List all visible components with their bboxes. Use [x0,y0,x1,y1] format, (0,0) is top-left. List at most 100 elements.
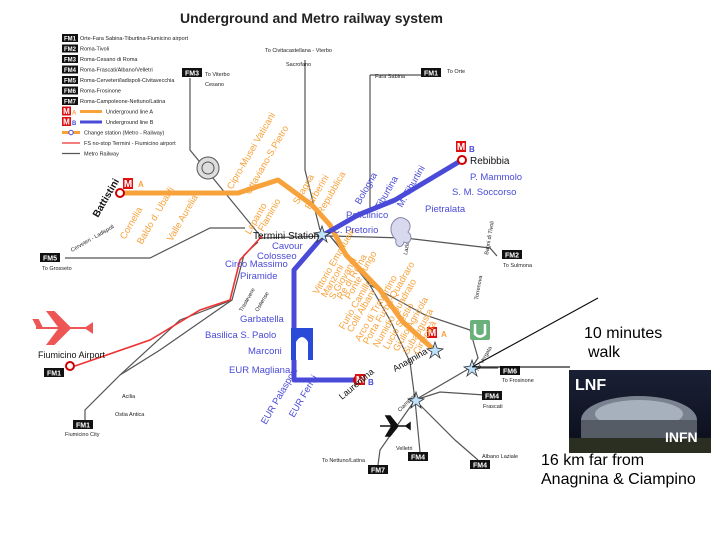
place-label: Sacrofano [286,62,311,68]
legend-label: Roma-Cerveteri/ladispoli-Civitavecchia [80,78,175,84]
svg-text:FM2: FM2 [505,253,519,260]
metro-b-marker-rebibbia: M B [456,141,475,154]
distance-line-1: 16 km far from [541,452,645,469]
station-label: M. Tiburtini [395,164,428,210]
legend-label: Roma-Tivoli [80,47,109,53]
lnf-pointer-lines [471,297,599,368]
legend-label: FS no-stop Termini - Fiumicino airport [84,141,176,147]
svg-text:FM1: FM1 [76,423,90,430]
place-label: Fara Sabina [375,74,406,80]
svg-text:FM1: FM1 [47,371,61,378]
metro-line-a [120,177,434,350]
distance-line-2: Anagnina & Ciampino [541,471,696,488]
place-label: Acilia [122,394,136,400]
place-label: To Civitacastellana - Vterbo [265,48,332,54]
svg-text:B: B [469,145,475,154]
legend-label: Roma-Cesano di Roma [80,57,138,63]
place-label: Torrenova [474,274,484,300]
metro-a-marker-battistini: M A [123,178,144,190]
metro-a-marker-anagnina: M A [427,327,447,339]
legend-row: Metro Railway [62,152,119,158]
legend-row: Change station (Metro - Railway) [62,129,165,137]
eur-tunnel-icon [291,328,313,360]
legend-fm-tag: FM6 [64,89,77,95]
legend-label: Change station (Metro - Railway) [84,131,165,137]
walk-line-2: walk [588,344,621,361]
termini-change-star [312,224,332,244]
station-label-rebibbia: Rebibbia [470,156,510,167]
place-label: To Nettuno/Latina [322,458,366,464]
station-label-termini: Termini Station [253,231,319,242]
svg-text:FM3: FM3 [185,71,199,78]
station-label: Colosseo [257,251,297,262]
airport-terminal [65,361,75,371]
fm3-badge: FM3 [182,68,202,78]
fm1-badge-airport: FM1 [44,368,64,378]
fm4-badge-velletri: FM4 [408,452,428,462]
walk-line-1: 10 minutes [584,325,663,342]
ciampino-change-star [406,390,426,410]
place-label: To Orte [447,69,465,75]
svg-text:B: B [368,378,374,387]
place-label: Cerveteri - Ladispoli [70,224,115,254]
place-label: Albano Laziale [482,454,518,460]
legend-m-tag: M [63,107,70,116]
legend-fm-tag: FM7 [64,100,77,106]
legend-label: Roma-Frosinone [80,89,121,95]
svg-text:M: M [124,179,132,190]
legend-label: Underground line B [106,120,154,126]
legend-label: Orte-Fara Sabina-Tiburtina-Fiumicino air… [80,36,188,42]
fm4-badge-frascati: FM4 [482,391,502,401]
svg-text:FM4: FM4 [473,463,487,470]
infn-logo: INFN [665,429,698,445]
svg-text:FM4: FM4 [485,394,499,401]
anagnina-change-star [425,340,445,360]
legend-row: FS no-stop Termini - Fiumicino airport [62,141,176,147]
svg-text:FM1: FM1 [424,71,438,78]
fm2-badge: FM2 [502,250,522,260]
legend-fm-tag: FM4 [64,68,77,74]
svg-text:FM4: FM4 [411,455,425,462]
place-label: Ostia Antica [115,412,145,418]
fm1-badge-city: FM1 [73,420,93,430]
station-label: P. Mammolo [470,172,522,183]
legend-m-tag: M [63,118,70,127]
place-label: Fiumicino City [65,432,100,438]
legend-label: Roma-Frascati/Albano/Velletri [80,68,153,74]
svg-text:M: M [457,142,465,153]
place-label: To Frosinone [502,378,534,384]
station-label: Marconi [248,346,282,357]
university-icon [470,320,490,340]
svg-text:FM6: FM6 [503,369,517,376]
place-label: Bagni di Tivoli [484,221,496,255]
place-label: Lazlali [403,239,412,255]
svg-text:A: A [138,180,144,189]
eagle-icon [390,217,412,247]
place-labels: To Viterbo Cesano To Civitacastellana - … [42,48,534,464]
station-label: Garbatella [240,314,285,325]
place-label: Frascati [483,404,503,410]
map-title: Underground and Metro railway system [180,10,443,26]
station-label: EUR Magliana [229,365,291,376]
battistini-terminal [115,188,125,198]
fm5-badge: FM5 [40,253,60,263]
metro-b-marker-laurentina: M B [355,374,374,387]
place-label: To Grosseto [42,266,72,272]
lnf-logo: LNF [575,377,606,394]
place-label: Velletri [396,446,413,452]
distance-annotation: 16 km far from Anagnina & Ciampino [541,451,696,489]
station-label-battistini: Battistini [91,177,122,220]
legend-label: Roma-Campoleone-Nettuno/Latina [80,99,166,105]
station-label: Cavour [272,241,303,252]
station-label: Policlinico [346,210,388,221]
